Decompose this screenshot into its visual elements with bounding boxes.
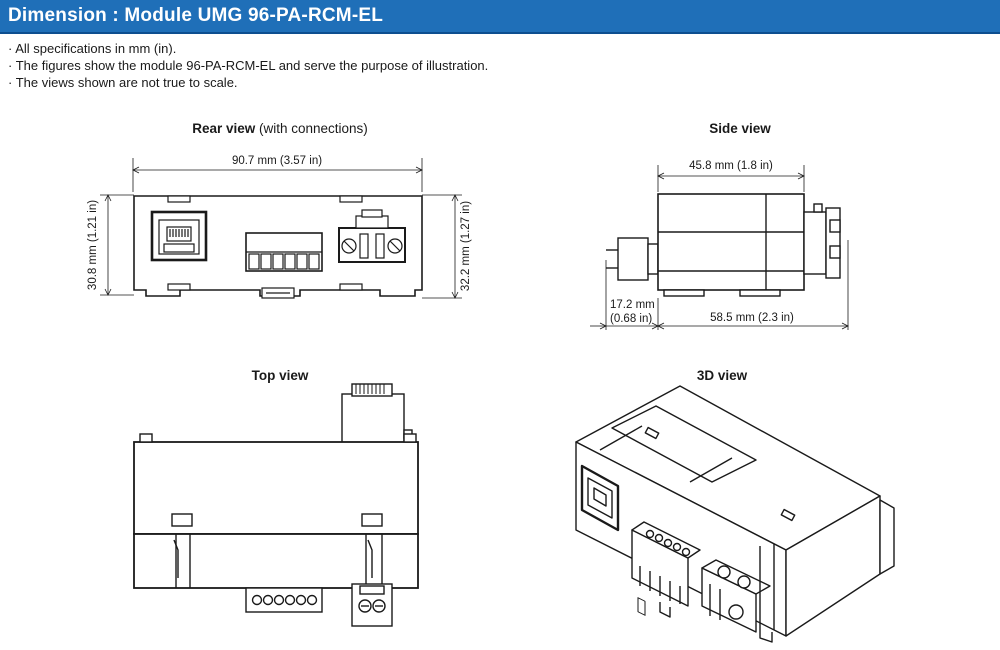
iso-view-drawing [575, 385, 895, 643]
note-3: · The views shown are not true to scale. [8, 75, 238, 90]
rear-width-label: 90.7 mm (3.57 in) [232, 155, 322, 167]
notes-list: · All specifications in mm (in). · The f… [8, 40, 488, 91]
page-title: Dimension : Module UMG 96-PA-RCM-EL [8, 5, 384, 26]
top-view-label: Top view [251, 368, 309, 383]
iso-view-label: 3D view [696, 368, 748, 383]
rear-view-subtitle: (with connections) [255, 121, 368, 136]
side-depth-a-line1: 17.2 mm [610, 299, 655, 311]
rear-height-right-label: 32.2 mm (1.27 in) [460, 201, 472, 291]
top-view-title: Top view [252, 368, 309, 383]
rear-view-label: Rear view [192, 121, 256, 136]
side-view-label: Side view [709, 121, 771, 136]
note-2: · The figures show the module 96-PA-RCM-… [8, 58, 489, 73]
side-view-title: Side view [709, 121, 771, 136]
page-header: Dimension : Module UMG 96-PA-RCM-EL [0, 0, 1000, 34]
rear-view-drawing: 90.7 mm (3.57 in) 30.8 mm (1.21 in) 32.2… [87, 155, 472, 299]
rear-view-title: Rear view (with connections) [192, 121, 368, 136]
rear-height-left-label: 30.8 mm (1.21 in) [87, 200, 99, 290]
side-view-drawing: 45.8 mm (1.8 in) 17.2 mm (0.68 in) 58.5 … [590, 160, 849, 330]
side-depth-b-label: 58.5 mm (2.3 in) [710, 312, 794, 324]
note-1: · All specifications in mm (in). [8, 41, 177, 56]
side-width-label: 45.8 mm (1.8 in) [689, 160, 773, 172]
iso-view-title: 3D view [697, 368, 747, 383]
side-depth-a-line2: (0.68 in) [610, 313, 652, 325]
top-view-drawing [133, 383, 419, 627]
